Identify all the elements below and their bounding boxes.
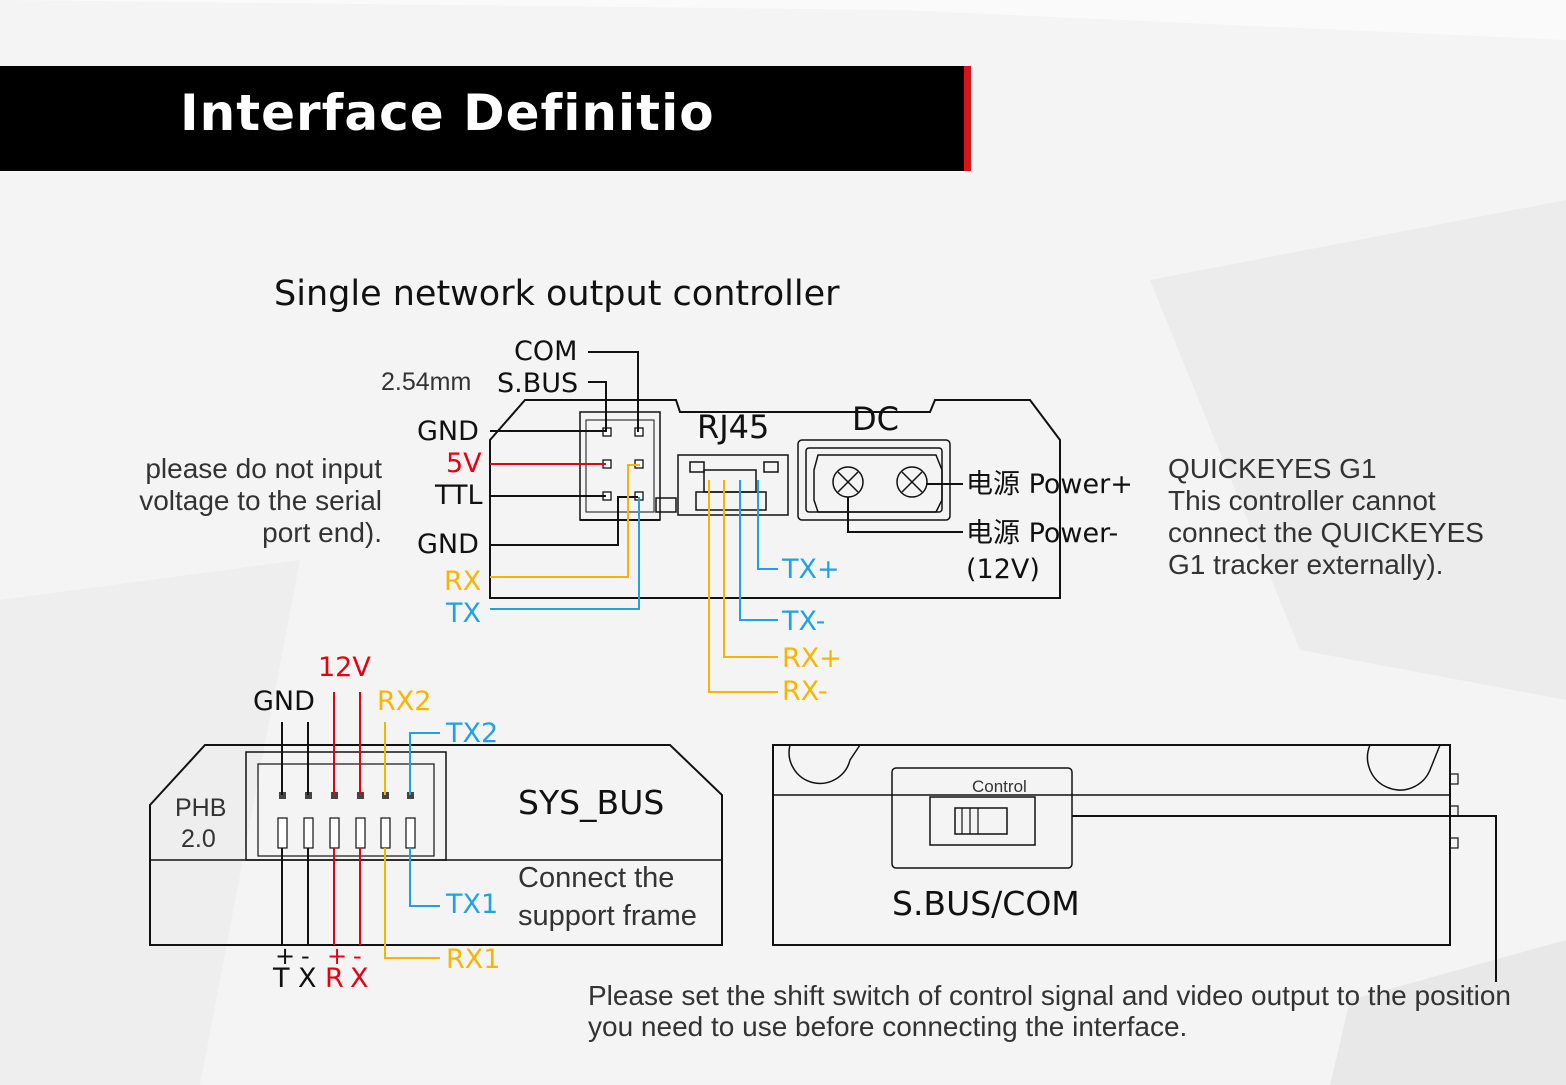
label-rx-minus: RX-	[782, 676, 828, 707]
label-tx2: TX2	[446, 718, 499, 749]
section-title: Single network output controller	[274, 274, 840, 314]
label-gnd-bottom: GND	[417, 529, 479, 560]
label-tx1: TX1	[446, 889, 499, 920]
sign-tx-minus: -	[301, 942, 310, 970]
label-phb-size: 2.0	[181, 825, 216, 853]
switch-label: Control	[972, 777, 1027, 796]
sign-rx-minus: -	[353, 942, 362, 970]
controller-body	[489, 399, 1061, 599]
label-rx: RX	[444, 566, 482, 597]
label-com: COM	[514, 336, 578, 367]
label-12v: 12V	[318, 652, 371, 683]
note-right-line1: QUICKEYES G1	[1168, 453, 1377, 484]
note-left-line3: port end).	[262, 517, 382, 548]
sysbus-desc-line2: support frame	[518, 900, 697, 932]
note-right-line2: This controller cannot	[1168, 485, 1436, 516]
label-sbus: S.BUS	[497, 368, 579, 399]
note-left-line1: please do not input	[145, 453, 382, 484]
label-voltage: (12V)	[966, 554, 1040, 585]
label-tx-plus: TX+	[782, 554, 840, 585]
sysbus-desc-line1: Connect the	[518, 862, 675, 894]
page-title: Interface Definitio	[180, 84, 715, 142]
letter-r: R	[325, 963, 344, 994]
letter-x1: X	[298, 963, 317, 994]
label-tx: TX	[446, 598, 481, 629]
sysbus-title: SYS_BUS	[518, 783, 665, 822]
sysbus-pins-top	[279, 792, 414, 799]
sysbus-pins-bottom	[277, 817, 416, 849]
label-ttl: TTL	[435, 480, 483, 511]
letter-x2: X	[350, 963, 369, 994]
label-rx-plus: RX+	[782, 643, 842, 674]
note-right-line4: G1 tracker externally).	[1168, 549, 1444, 580]
label-sysbus-gnd: GND	[253, 686, 315, 717]
label-pin-pitch: 2.54mm	[381, 368, 472, 396]
switch-panel-body	[772, 744, 1459, 946]
dc-connector	[797, 439, 951, 521]
label-gnd-top: GND	[417, 416, 479, 447]
label-phb: PHB	[175, 794, 227, 822]
note-right-line3: connect the QUICKEYES	[1168, 517, 1484, 548]
label-rx1: RX1	[446, 944, 501, 975]
switch-note-line1: Please set the shift switch of control s…	[588, 980, 1512, 1011]
sysbus-body	[149, 744, 723, 946]
banner-accent	[964, 66, 971, 171]
label-5v: 5V	[446, 448, 482, 479]
title-banner	[0, 66, 964, 171]
label-dc: DC	[852, 400, 899, 438]
letter-t: T	[273, 963, 290, 994]
note-left-line2: voltage to the serial	[139, 485, 382, 516]
rj45-connector	[655, 454, 789, 516]
sign-tx-plus: +	[275, 942, 296, 970]
switch-note-line2: you need to use before connecting the in…	[588, 1011, 1188, 1042]
label-tx-minus: TX-	[782, 606, 826, 637]
label-rj45: RJ45	[697, 408, 770, 446]
label-power-plus: 电源 Power+	[966, 469, 1133, 500]
label-power-minus: 电源 Power-	[966, 518, 1119, 549]
label-rx2: RX2	[377, 686, 432, 717]
switch-panel-title: S.BUS/COM	[892, 884, 1080, 923]
sign-rx-plus: +	[327, 942, 348, 970]
